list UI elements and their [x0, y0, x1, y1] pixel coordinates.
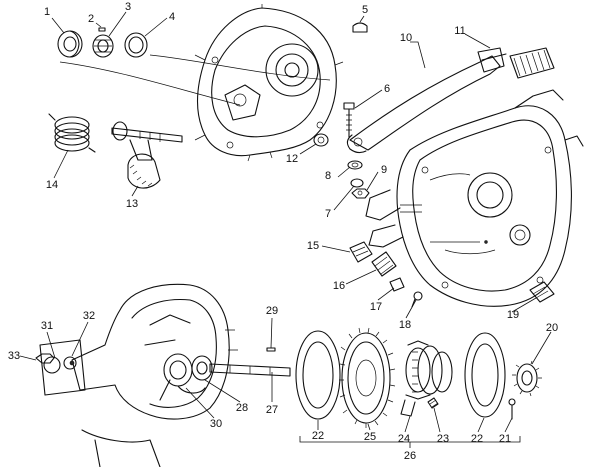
kick-shaft-13: [111, 121, 183, 189]
spring-washer-7: [350, 178, 364, 188]
crankcase-half: [365, 89, 584, 307]
spring-23: [427, 397, 439, 409]
part-label-22-left: 22: [311, 430, 325, 442]
nut-9: [351, 188, 370, 199]
part-label-8: 8: [324, 170, 332, 182]
washer-8: [347, 160, 363, 170]
part-label-16: 16: [332, 280, 346, 292]
part-label-9: 9: [380, 164, 388, 176]
cap-5: [352, 22, 368, 33]
part-label-3: 3: [124, 1, 132, 13]
part-label-30: 30: [209, 418, 223, 430]
clutch-plate-22-left: [295, 330, 341, 420]
bracket-26: [299, 436, 521, 448]
leader-lines: [19, 11, 552, 433]
seal-ring-4: [124, 32, 148, 58]
part-label-10: 10: [399, 32, 413, 44]
part-label-13: 13: [125, 198, 139, 210]
part-label-6: 6: [383, 83, 391, 95]
gear-20: [512, 360, 542, 397]
part-label-33: 33: [7, 350, 21, 362]
kick-lever-10: [346, 47, 507, 154]
pedal-rubber-11: [509, 47, 555, 79]
part-label-22-right: 22: [470, 433, 484, 445]
bracket-19: [529, 281, 555, 303]
part-label-24: 24: [397, 433, 411, 445]
shaft-27: [209, 363, 291, 377]
part-label-12: 12: [285, 153, 299, 165]
part-label-14: 14: [45, 179, 59, 191]
part-label-21: 21: [498, 433, 512, 445]
part-label-32: 32: [82, 310, 96, 322]
clutch-plate-22-right: [464, 332, 506, 418]
seal-ring-1: [57, 30, 83, 58]
bolt-6: [343, 102, 355, 138]
screw-21: [508, 398, 516, 420]
part-label-31: 31: [40, 320, 54, 332]
block-16: [371, 251, 397, 277]
part-label-29: 29: [265, 305, 279, 317]
part-label-18: 18: [398, 319, 412, 331]
part-label-2: 2: [87, 13, 95, 25]
pin-29: [266, 347, 276, 352]
bearing-28: [191, 355, 213, 381]
part-label-25: 25: [363, 431, 377, 443]
part-label-1: 1: [43, 6, 51, 18]
crankcase-cover: [194, 4, 344, 162]
nut-33: [35, 353, 55, 364]
part-label-19: 19: [506, 309, 520, 321]
part-label-4: 4: [168, 11, 176, 23]
part-label-27: 27: [265, 404, 279, 416]
gear-cluster-24: [400, 340, 453, 417]
part-label-15: 15: [306, 240, 320, 252]
clip-17: [389, 277, 405, 292]
circlip-30: [177, 385, 206, 394]
guide-line: [59, 61, 241, 106]
part-label-11: 11: [454, 25, 466, 37]
pin-2: [98, 27, 106, 32]
part-label-28: 28: [235, 402, 249, 414]
part-label-20: 20: [545, 322, 559, 334]
kick-spring-14: [48, 113, 96, 153]
gearbox-housing: [39, 283, 238, 467]
part-label-23: 23: [436, 433, 450, 445]
part-label-17: 17: [369, 301, 383, 313]
part-label-5: 5: [361, 4, 369, 16]
part-label-26: 26: [403, 450, 417, 462]
bearing-3: [92, 34, 114, 58]
nut-12: [313, 133, 329, 147]
gear-25: [339, 327, 396, 428]
part-label-7: 7: [324, 208, 332, 220]
clip-15: [349, 241, 373, 263]
